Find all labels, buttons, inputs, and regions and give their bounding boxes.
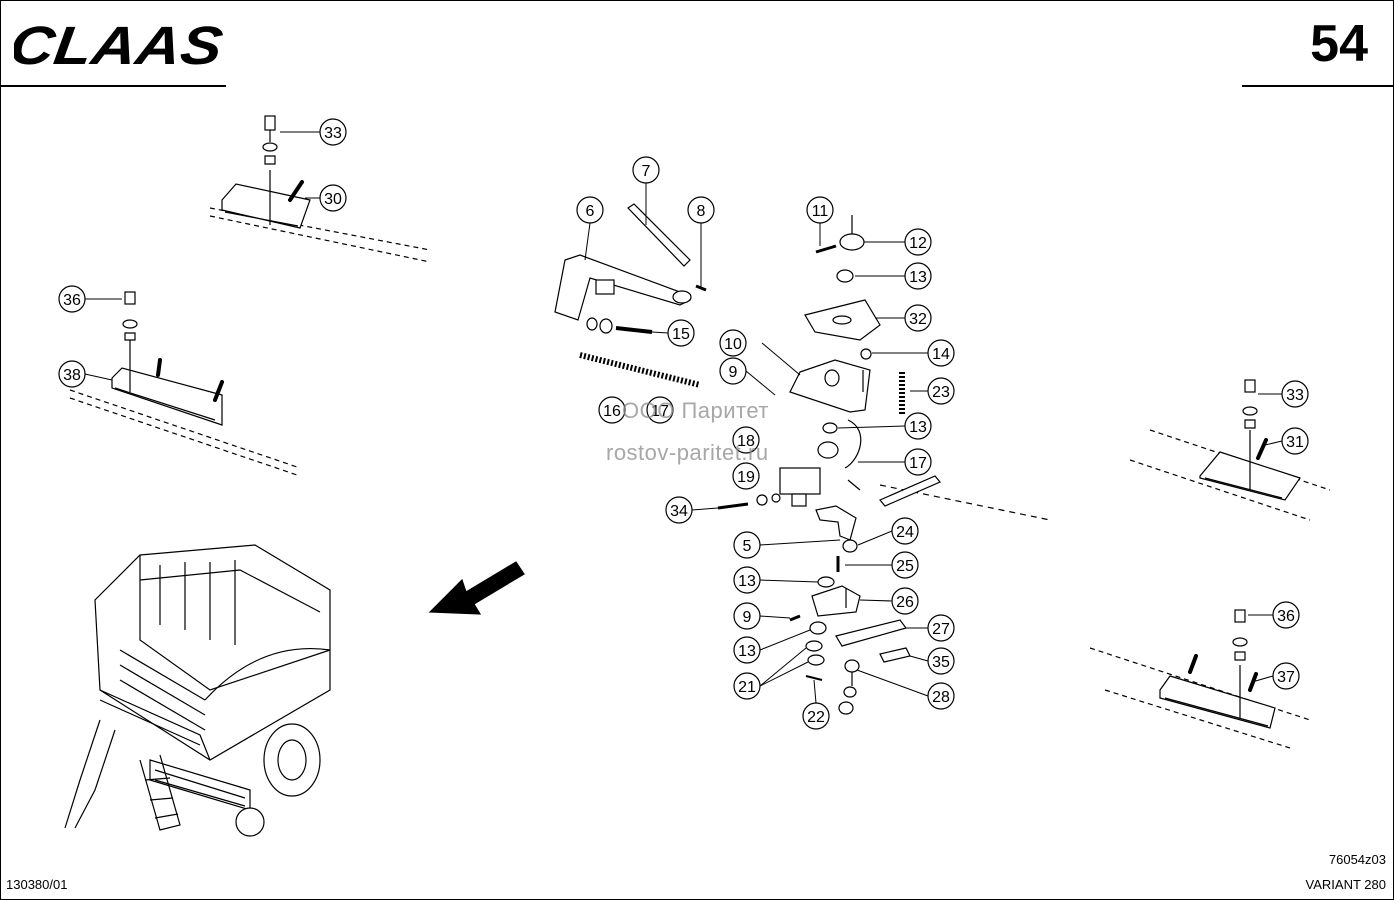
callout-27-label: 27: [932, 621, 950, 638]
callout-12: 12: [904, 228, 932, 256]
callout-16: 16: [598, 396, 626, 424]
callout-5-label: 5: [743, 538, 752, 555]
callout-9-a: 9: [719, 357, 747, 385]
callout-31: 31: [1281, 427, 1309, 455]
claas-logo: CLAAS: [14, 18, 226, 70]
callout-6-label: 6: [586, 203, 595, 220]
callout-37-label: 37: [1277, 669, 1295, 686]
callout-26: 26: [891, 587, 919, 615]
bracket-assembly-30: [209, 115, 431, 263]
callout-19-label: 19: [737, 469, 755, 486]
callout-21: 21: [733, 672, 761, 700]
model-name: VARIANT 280: [1305, 877, 1386, 892]
leader-lines: [84, 131, 1283, 704]
callout-35-label: 35: [932, 654, 950, 671]
header-rule-left: [0, 85, 226, 87]
callout-8: 8: [687, 196, 715, 224]
callout-35: 35: [927, 647, 955, 675]
callout-13-c-label: 13: [738, 573, 756, 590]
callout-18-label: 18: [737, 433, 755, 450]
callout-11: 11: [806, 196, 834, 224]
callout-36-left: 36: [58, 285, 86, 313]
central-mechanism: [554, 203, 1051, 715]
callout-33-top-label: 33: [324, 125, 342, 142]
callout-31-label: 31: [1286, 434, 1304, 451]
callout-32-label: 32: [909, 311, 927, 328]
drawing-number: 76054z03: [1328, 852, 1386, 867]
callout-13-a-label: 13: [909, 269, 927, 286]
callout-30-label: 30: [324, 191, 342, 208]
callout-9-a-label: 9: [729, 364, 738, 381]
watermark-company: ООО Паритет: [622, 398, 769, 423]
callout-21-label: 21: [738, 679, 756, 696]
callout-38-label: 38: [63, 367, 81, 384]
callout-32: 32: [904, 304, 932, 332]
direction-arrow: [428, 561, 525, 615]
callout-14: 14: [927, 339, 955, 367]
doc-number: 130380/01: [6, 877, 68, 892]
callout-12-label: 12: [909, 235, 927, 252]
callout-25-label: 25: [896, 558, 914, 575]
callout-15: 15: [667, 319, 695, 347]
callout-22-label: 22: [807, 709, 825, 726]
watermark-website: rostov-paritet.ru: [606, 440, 769, 465]
callout-10: 10: [719, 329, 747, 357]
callout-30: 30: [319, 184, 347, 212]
baler-illustration: [64, 544, 331, 837]
callout-10-label: 10: [724, 336, 742, 353]
callout-17-b-label: 17: [909, 455, 927, 472]
claas-logo-text: CLAAS: [14, 18, 226, 70]
bracket-assembly-38: [69, 291, 301, 477]
callout-24: 24: [891, 517, 919, 545]
callout-11-label: 11: [812, 203, 829, 220]
callout-34: 34: [665, 496, 693, 524]
callout-36-right-label: 36: [1277, 608, 1295, 625]
callout-38: 38: [58, 360, 86, 388]
callout-37: 37: [1272, 662, 1300, 690]
callout-6: 6: [576, 196, 604, 224]
callout-36-left-label: 36: [63, 292, 81, 309]
callout-24-label: 24: [896, 524, 914, 541]
callout-23: 23: [927, 377, 955, 405]
callout-19: 19: [732, 462, 760, 490]
callout-13-b-label: 13: [909, 419, 927, 436]
callout-15-label: 15: [672, 326, 690, 343]
callout-8-label: 8: [697, 203, 706, 220]
callout-9-b: 9: [733, 602, 761, 630]
callout-9-b-label: 9: [743, 609, 752, 626]
callout-33-right-label: 33: [1286, 387, 1304, 404]
callout-13-b: 13: [904, 412, 932, 440]
callout-7: 7: [632, 156, 660, 184]
callout-13-d-label: 13: [738, 643, 756, 660]
callout-28: 28: [927, 682, 955, 710]
callout-34-label: 34: [670, 503, 688, 520]
bracket-assembly-31: [1129, 379, 1331, 521]
callout-13-a: 13: [904, 262, 932, 290]
callout-26-label: 26: [896, 594, 914, 611]
callout-16-label: 16: [603, 403, 621, 420]
callout-14-label: 14: [932, 346, 950, 363]
callout-23-label: 23: [932, 384, 950, 401]
callout-5: 5: [733, 531, 761, 559]
callout-27: 27: [927, 614, 955, 642]
callout-33-right: 33: [1281, 380, 1309, 408]
header-rule-right: [1242, 85, 1394, 87]
callout-36-right: 36: [1272, 601, 1300, 629]
callout-28-label: 28: [932, 689, 950, 706]
callout-17-a-label: 17: [651, 403, 669, 420]
callout-18: 18: [732, 426, 760, 454]
callout-17-b: 17: [904, 448, 932, 476]
callout-22: 22: [802, 702, 830, 730]
callout-13-d: 13: [733, 636, 761, 664]
callout-13-c: 13: [733, 566, 761, 594]
callout-33-top: 33: [319, 118, 347, 146]
callout-7-label: 7: [642, 163, 651, 180]
callout-bubbles: 33 30 36 38 33 31 36 37 6 7 8 11 12 13 3…: [58, 118, 1309, 730]
page-number: 54: [1310, 15, 1368, 73]
callout-25: 25: [891, 551, 919, 579]
callout-17-a: 17: [646, 396, 674, 424]
